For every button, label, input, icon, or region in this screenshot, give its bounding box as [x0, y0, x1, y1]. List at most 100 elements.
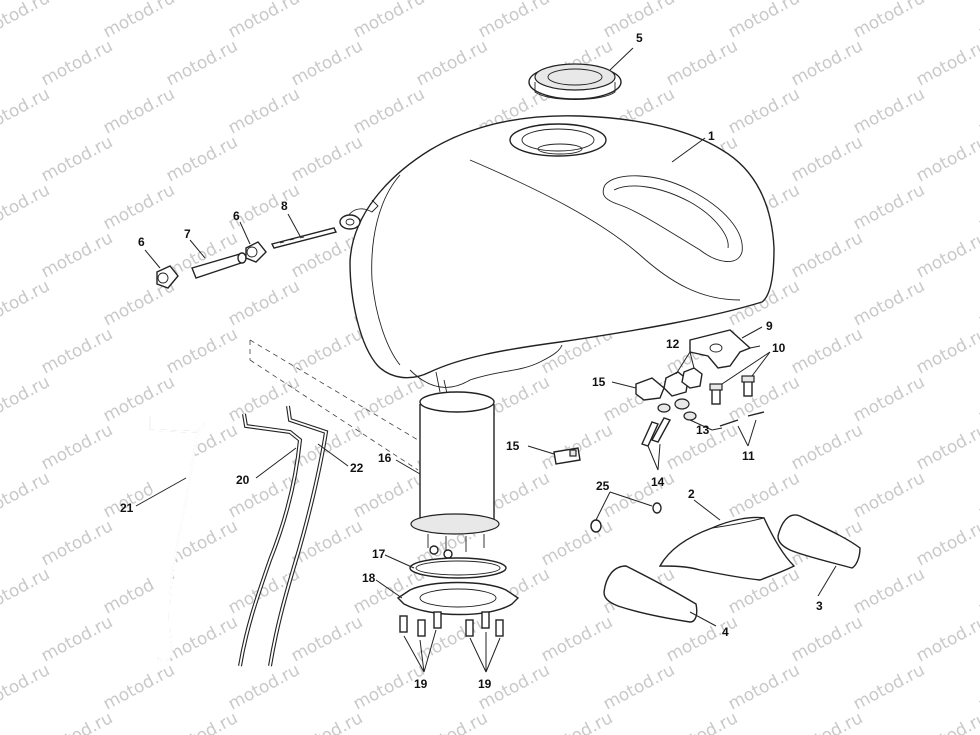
watermark-text: motod.ru: [350, 0, 428, 42]
callout-5: 5: [636, 31, 643, 45]
watermark-text: motod.ru: [100, 0, 178, 42]
watermark-text: motod.ru: [225, 0, 303, 42]
mount-bush-left: [156, 265, 179, 289]
callout-11: 11: [742, 449, 755, 463]
filler-cap-ring: [528, 63, 622, 100]
watermark-text: motod.ru: [38, 420, 116, 474]
fuel-pump: [410, 391, 500, 559]
watermark-text: motod.ru: [913, 708, 980, 735]
watermark-text: motod.ru: [788, 612, 866, 666]
watermark-text: motod.ru: [663, 708, 741, 735]
watermark-text: motod.ru: [288, 324, 366, 378]
watermark-text: motod.ru: [725, 372, 803, 426]
watermark-text: motod.ru: [413, 708, 491, 735]
watermark-text: motod.ru: [38, 612, 116, 666]
watermark-text: motod.ru: [163, 36, 241, 90]
bracket-bolts: [709, 375, 755, 405]
callout-7: 7: [184, 227, 191, 241]
callout-15-upper: 15: [592, 375, 606, 389]
watermark-text: motod.ru: [538, 612, 616, 666]
callout-13: 13: [696, 423, 710, 437]
watermark-text: motod.ru: [725, 660, 803, 714]
watermark-text: motod.ru: [788, 324, 866, 378]
hose-20: [238, 413, 303, 667]
watermark-text: motod.ru: [913, 516, 980, 570]
watermark-text: motod.ru: [0, 0, 53, 42]
mount-bolts: [641, 417, 672, 447]
callout-20: 20: [236, 473, 250, 487]
watermark-text: motod.ru: [538, 708, 616, 735]
mount-rod: [270, 227, 338, 249]
hose-21: [149, 416, 205, 662]
watermark-text: motod.ru: [975, 372, 980, 426]
watermark-text: motod.ru: [0, 180, 53, 234]
watermark-text: motod.ru: [850, 180, 928, 234]
callout-18: 18: [362, 571, 376, 585]
watermark-text: motod.ru: [600, 660, 678, 714]
tank-cover-pad: [658, 516, 796, 581]
mount-bush-right: [245, 241, 267, 263]
callout-8: 8: [281, 199, 288, 213]
watermark-text: motod.ru: [788, 228, 866, 282]
watermark-text: motod.ru: [975, 564, 980, 618]
callout-19-right: 19: [478, 677, 492, 691]
callout-15-lower: 15: [506, 439, 520, 453]
watermark-text: motod.ru: [725, 84, 803, 138]
watermark-text: motod.ru: [38, 132, 116, 186]
rear-mount-bracket: [689, 329, 761, 369]
watermark-text: motod.ru: [225, 84, 303, 138]
assembly-guides: [249, 339, 419, 471]
watermark-text: motod.ru: [350, 372, 428, 426]
watermark-text: motod.ru: [600, 468, 678, 522]
callout-17: 17: [372, 547, 386, 561]
watermark-text: motod.ru: [288, 36, 366, 90]
watermark-text: motod.ru: [225, 180, 303, 234]
pump-seal: [409, 557, 507, 579]
watermark-text: motod.ru: [100, 372, 178, 426]
callout-3: 3: [816, 599, 823, 613]
watermark-text: motod.ru: [975, 276, 980, 330]
callout-4: 4: [722, 625, 729, 639]
mount-pin: [191, 252, 247, 279]
watermark-text: motod.ru: [225, 660, 303, 714]
watermark-text: motod.ru: [788, 132, 866, 186]
watermark-text: motod.ru: [413, 36, 491, 90]
side-pad-right: [777, 514, 861, 569]
watermark-text: motod.ru: [163, 708, 241, 735]
hose-clip: [553, 447, 581, 465]
flange-bolts: [399, 611, 504, 637]
watermark-text: motod.ru: [350, 468, 428, 522]
watermark-text: motod.ru: [38, 36, 116, 90]
watermark-text: motod.ru: [475, 0, 553, 42]
watermark-text: motod.ru: [913, 228, 980, 282]
callout-10: 10: [772, 341, 786, 355]
watermark-text: motod.ru: [38, 324, 116, 378]
watermark-text: motod.ru: [0, 564, 53, 618]
watermark-text: motod.ru: [913, 420, 980, 474]
watermark-text: motod.ru: [0, 372, 53, 426]
watermark-text: motod.ru: [850, 660, 928, 714]
watermark-text: motod.ru: [288, 708, 366, 735]
callout-9: 9: [766, 319, 773, 333]
callout-25: 25: [596, 479, 610, 493]
watermark-text: motod.ru: [225, 276, 303, 330]
watermark-text: motod.ru: [975, 468, 980, 522]
watermark-text: motod.ru: [350, 84, 428, 138]
watermark-text: motod.ru: [850, 276, 928, 330]
watermark-text: motod.ru: [663, 612, 741, 666]
watermark-text: motod.ru: [100, 180, 178, 234]
hose-22: [268, 405, 329, 667]
callout-16: 16: [378, 451, 392, 465]
watermark-text: motod.ru: [975, 0, 980, 42]
watermark-text: motod.ru: [288, 132, 366, 186]
spring-clips: [719, 411, 765, 427]
callout-2: 2: [688, 487, 695, 501]
watermark-text: motod.ru: [850, 468, 928, 522]
callout-19-left: 19: [414, 677, 428, 691]
watermark-text: motod.ru: [725, 0, 803, 42]
o-rings: [590, 502, 662, 533]
watermark-text: motod.ru: [850, 84, 928, 138]
watermark-text: motod.ru: [788, 420, 866, 474]
